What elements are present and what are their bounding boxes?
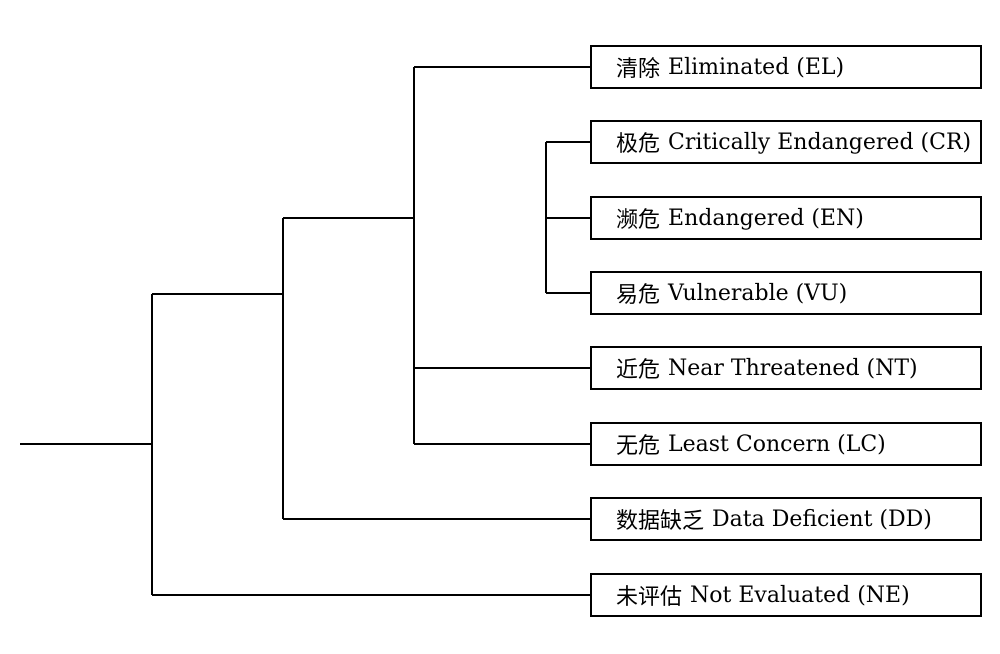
- category-en: Eliminated (EL): [668, 54, 845, 80]
- category-en: Endangered (EN): [668, 205, 864, 231]
- category-en: Near Threatened (NT): [668, 355, 918, 381]
- category-en: Data Deficient (DD): [712, 506, 932, 532]
- category-zh: 濒危: [616, 208, 661, 233]
- category-zh: 数据缺乏: [616, 509, 705, 534]
- category-box-lc: 无危 Least Concern (LC): [590, 422, 982, 466]
- category-en: Critically Endangered (CR): [668, 129, 972, 155]
- category-en: Least Concern (LC): [668, 431, 886, 457]
- category-zh: 易危: [616, 283, 661, 308]
- category-box-el: 清除 Eliminated (EL): [590, 45, 982, 89]
- category-zh: 近危: [616, 358, 661, 383]
- category-en: Vulnerable (VU): [668, 280, 848, 306]
- category-zh: 未评估: [616, 585, 683, 610]
- category-box-dd: 数据缺乏 Data Deficient (DD): [590, 497, 982, 541]
- category-en: Not Evaluated (NE): [690, 582, 910, 608]
- category-zh: 无危: [616, 434, 661, 459]
- category-box-nt: 近危 Near Threatened (NT): [590, 346, 982, 390]
- category-zh: 清除: [616, 57, 661, 82]
- category-box-en: 濒危 Endangered (EN): [590, 196, 982, 240]
- category-box-vu: 易危 Vulnerable (VU): [590, 271, 982, 315]
- category-box-cr: 极危 Critically Endangered (CR): [590, 120, 982, 164]
- category-box-ne: 未评估 Not Evaluated (NE): [590, 573, 982, 617]
- category-zh: 极危: [616, 132, 661, 157]
